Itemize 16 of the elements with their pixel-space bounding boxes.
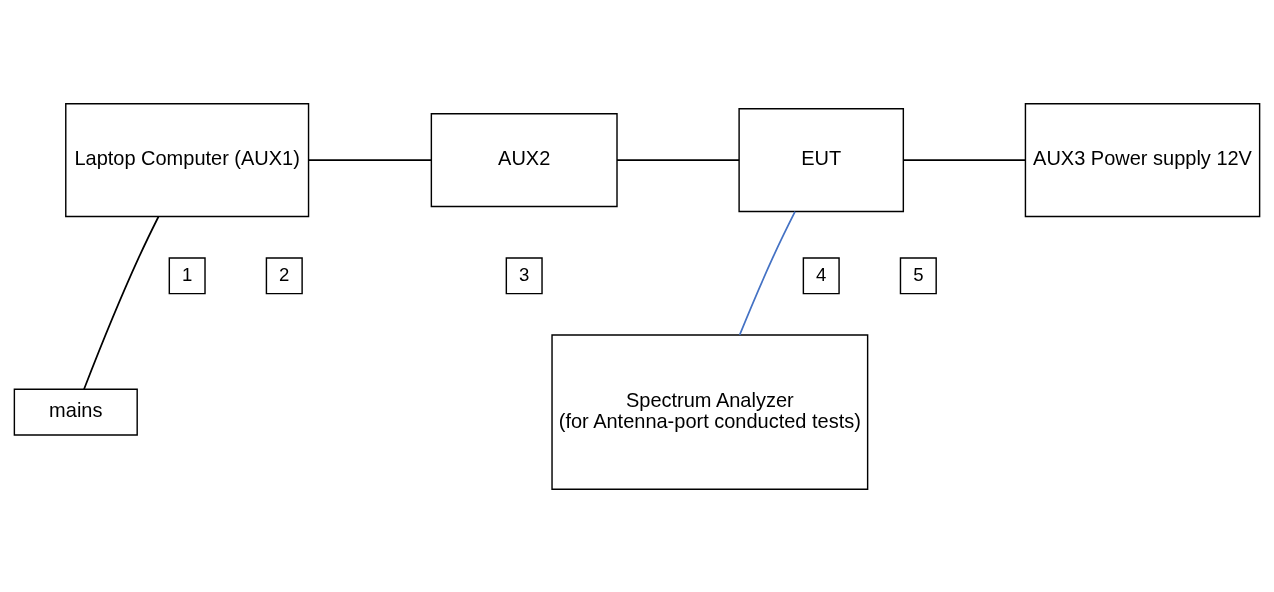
node-box: AUX2 xyxy=(430,112,618,207)
node-box: 2 xyxy=(265,256,303,294)
node-box: 1 xyxy=(168,256,206,294)
node-box: 3 xyxy=(505,256,543,294)
node-box: 4 xyxy=(802,256,840,294)
node-box: EUT xyxy=(738,107,905,212)
node-box: 5 xyxy=(899,256,937,294)
connector xyxy=(83,215,160,390)
connector xyxy=(738,210,796,336)
node-box: Spectrum Analyzer (for Antenna-port conducted tests) xyxy=(551,333,869,490)
node-box: AUX3 Power supply 12V xyxy=(1024,102,1261,217)
connector xyxy=(902,158,1027,161)
connector xyxy=(308,158,433,161)
connector xyxy=(616,158,740,161)
node-box: Laptop Computer (AUX1) xyxy=(65,102,310,217)
node-box: mains xyxy=(13,388,138,436)
